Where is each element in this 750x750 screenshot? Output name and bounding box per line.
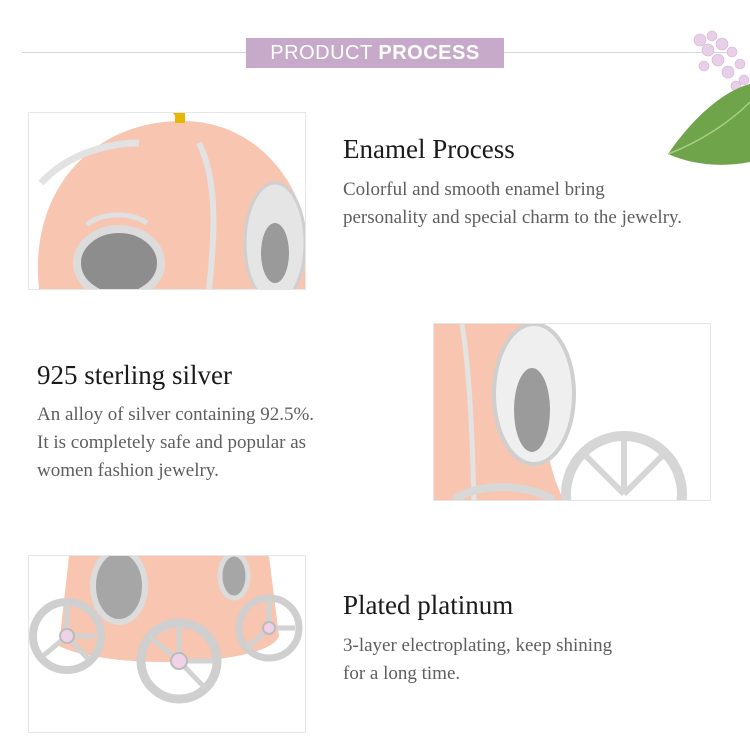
- flower-leaf-decoration: [667, 30, 750, 165]
- section-title-platinum: Plated platinum: [343, 590, 514, 620]
- product-image-enamel: [28, 112, 306, 290]
- product-image-silver: [433, 323, 711, 501]
- header-divider-left: [22, 52, 246, 53]
- header-divider-right: [504, 52, 730, 53]
- section-desc-platinum: 3-layer electroplating, keep shining for…: [343, 632, 612, 688]
- section-desc-enamel: Colorful and smooth enamel bring persona…: [343, 176, 682, 232]
- section-header: PRODUCT PROCESS: [246, 38, 504, 68]
- desc-line: Colorful and smooth enamel bring: [343, 179, 605, 200]
- header-title-light: PRODUCT: [270, 42, 379, 64]
- section-desc-silver: An alloy of silver containing 92.5%. It …: [37, 401, 314, 485]
- section-title-silver: 925 sterling silver: [37, 360, 232, 390]
- section-title-enamel: Enamel Process: [343, 134, 515, 164]
- desc-line: 3-layer electroplating, keep shining: [343, 635, 613, 656]
- desc-line: It is completely safe and popular as: [37, 432, 307, 453]
- desc-line: An alloy of silver containing 92.5%.: [37, 404, 315, 425]
- desc-line: women fashion jewelry.: [37, 460, 219, 481]
- desc-line: personality and special charm to the jew…: [343, 207, 683, 228]
- product-image-platinum: [28, 555, 306, 733]
- header-title-bold: PROCESS: [378, 42, 480, 64]
- desc-line: for a long time.: [343, 663, 461, 684]
